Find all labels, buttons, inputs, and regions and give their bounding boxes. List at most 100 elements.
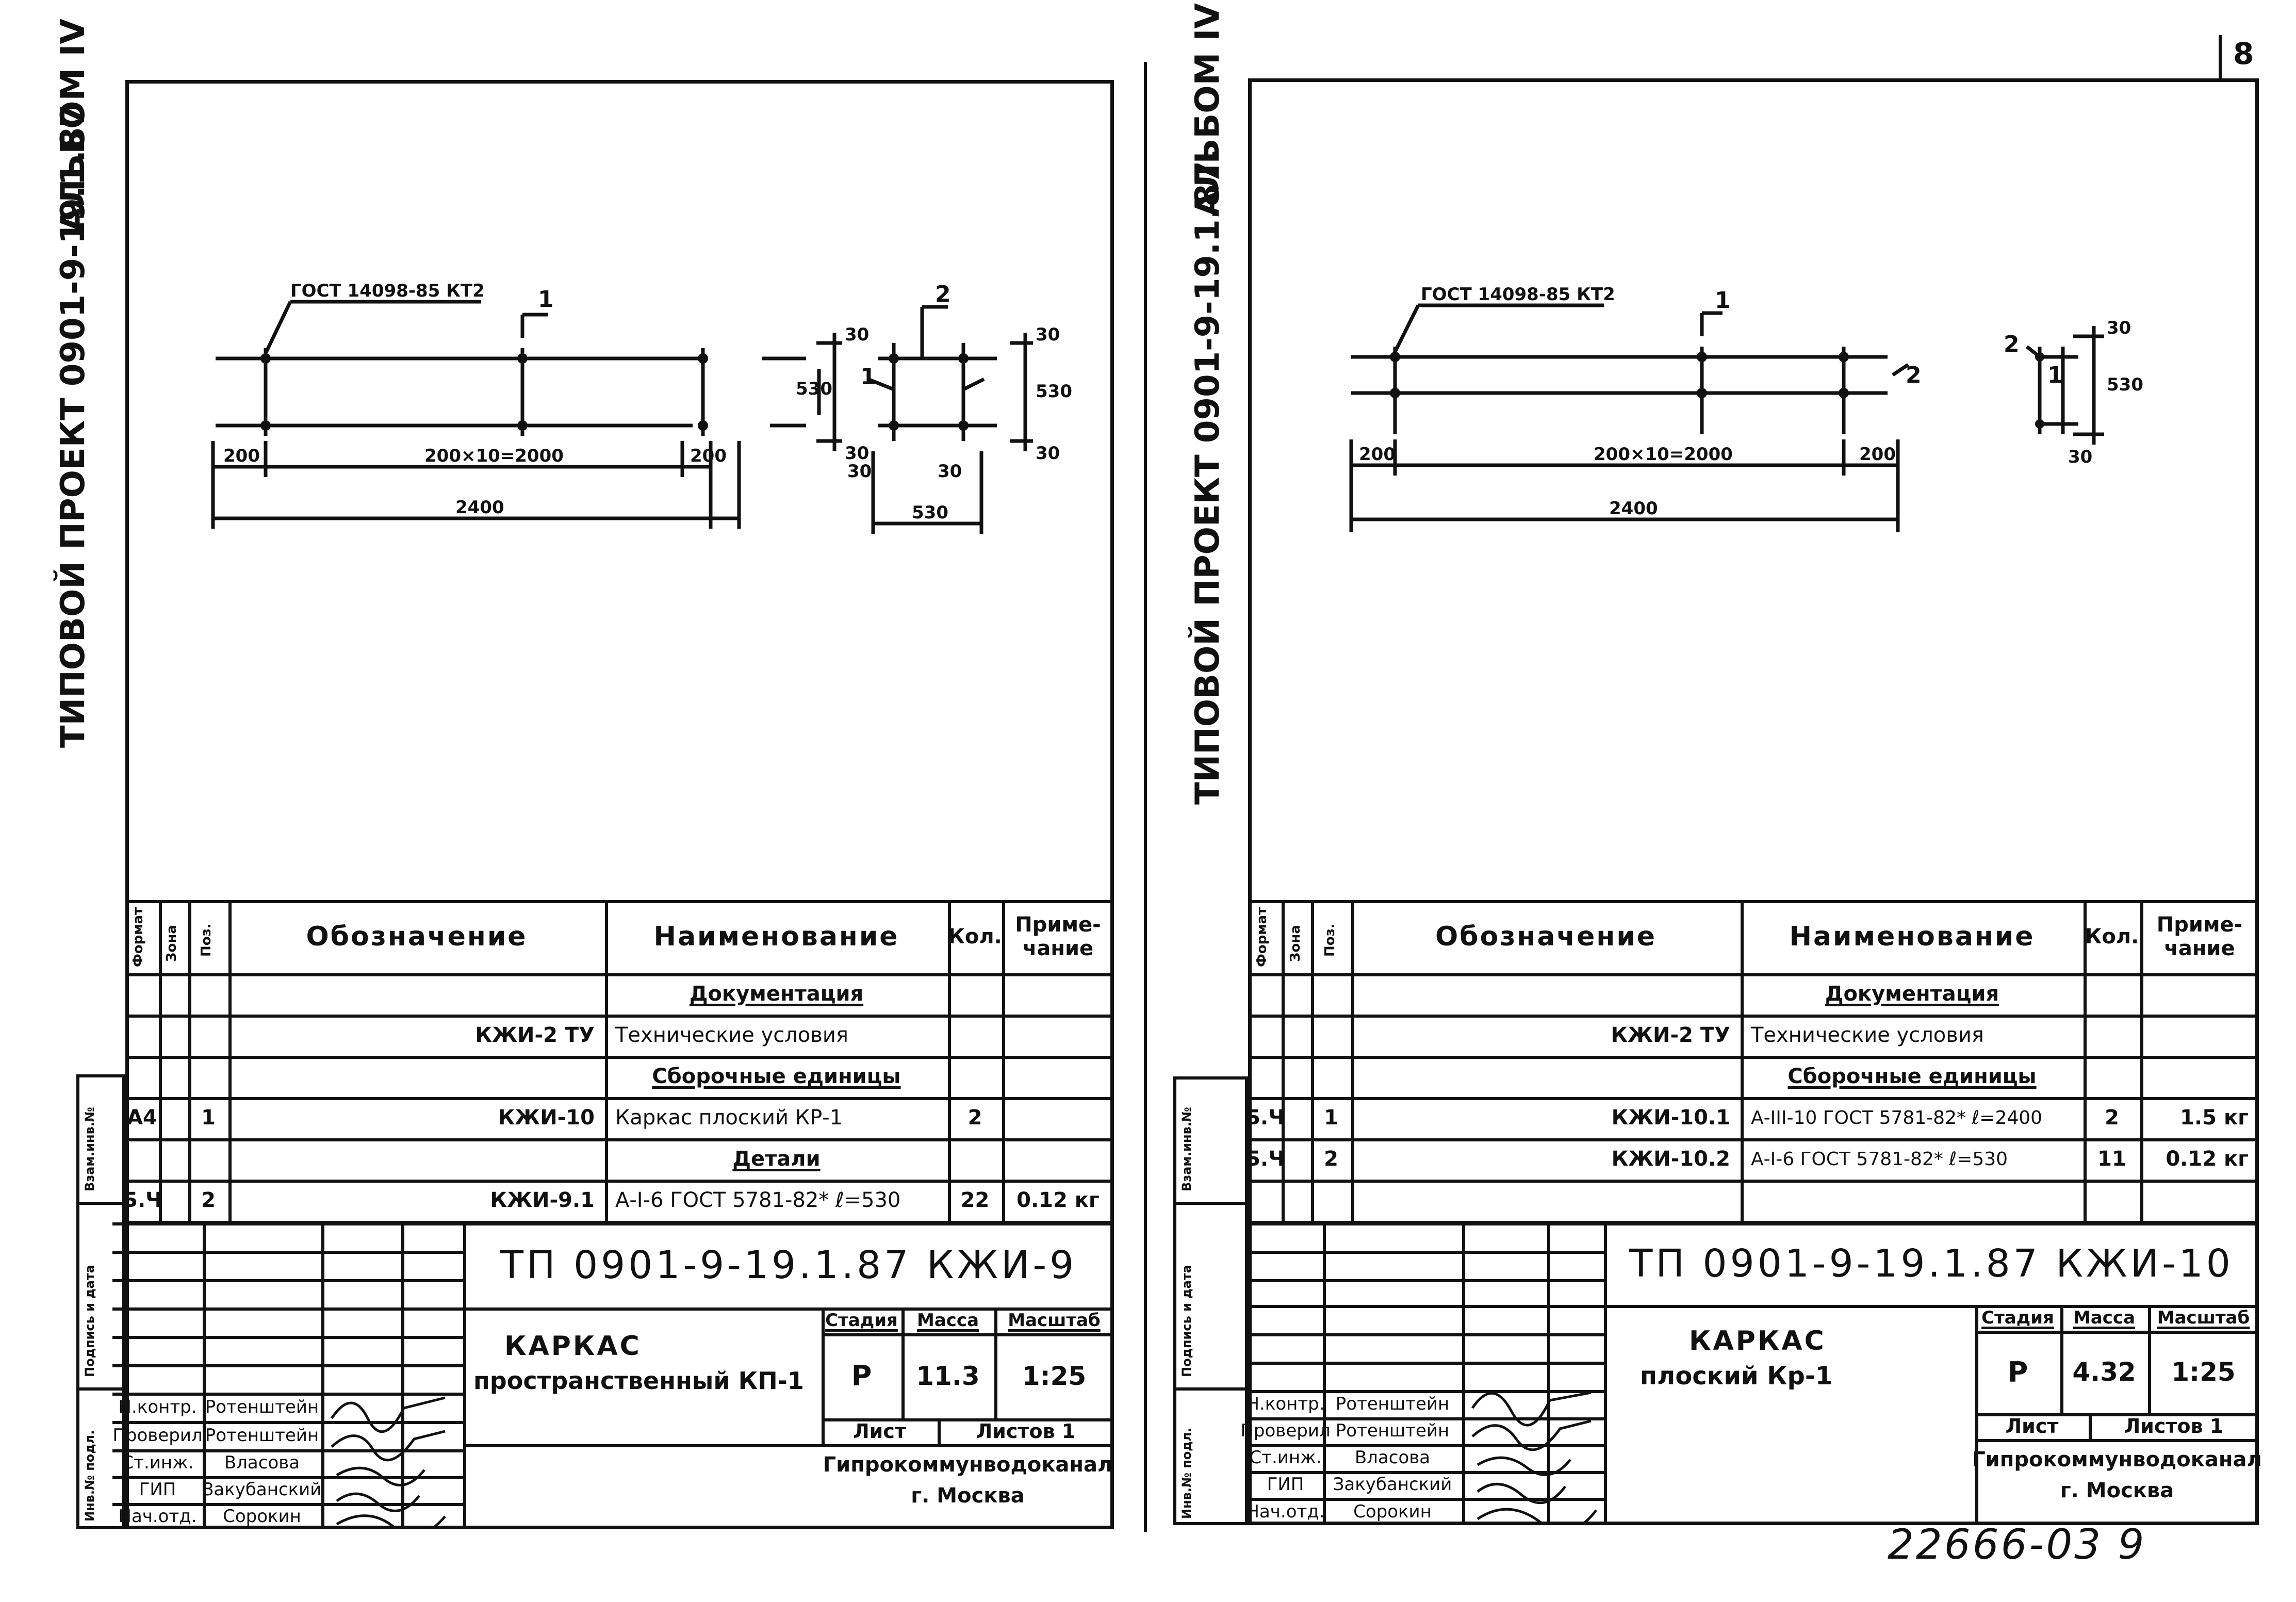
dim-200-right-left: 200 xyxy=(690,446,727,466)
col-qty-right: Кол. xyxy=(2085,925,2139,949)
title-code-left: ТП 0901-9-19.1.87 КЖИ-9 xyxy=(500,1243,1077,1287)
signer-role-right-2: Ст.инж. xyxy=(1249,1447,1322,1468)
pos1-sec-label-left: 1 xyxy=(860,364,876,390)
sheet-frame-left xyxy=(125,80,1114,1529)
sec-30-top-right: 30 xyxy=(2107,318,2131,338)
signer-name-left-4: Сорокин xyxy=(223,1506,301,1527)
dim-mid-left: 200×10=2000 xyxy=(424,446,564,466)
scale-label-right: Масштаб xyxy=(2157,1307,2250,1328)
spec-table-right: Формат Зона Поз. Обозначение Наименовани… xyxy=(1244,900,2259,1224)
spec-row-right-4-format: Б.Ч xyxy=(1244,1147,1285,1171)
weld-note-left: ГОСТ 14098-85 КТ2 xyxy=(290,281,485,301)
spec-row-left-0-name: Документация xyxy=(689,982,864,1006)
pos1-label-right: 1 xyxy=(1715,287,1731,314)
stage-label-left: Стадия xyxy=(825,1310,898,1331)
col-zone-left: Зона xyxy=(164,925,179,962)
spec-row-left-3-format: А4 xyxy=(127,1106,157,1130)
signer-name-left-0: Ротенштейн xyxy=(205,1396,319,1417)
signer-role-left-4: Нач.отд. xyxy=(118,1506,197,1527)
spec-row-right-3-designation: КЖИ-10.1 xyxy=(1611,1106,1730,1130)
spec-row-left-5-name: А-I-6 ГОСТ 5781-82* ℓ=530 xyxy=(615,1188,901,1212)
sheet-label-left: Лист xyxy=(853,1420,906,1443)
signer-name-left-2: Власова xyxy=(224,1452,300,1473)
spec-table-left: Формат Зона Поз. Обозначение Наименовани… xyxy=(122,900,1114,1224)
dim-mid-right: 200×10=2000 xyxy=(1594,444,1733,465)
sheets-label-left: Листов 1 xyxy=(976,1420,1076,1443)
spec-row-left-1-name: Технические условия xyxy=(615,1023,848,1047)
signer-name-right-0: Ротенштейн xyxy=(1335,1393,1450,1414)
dim-200-right-right: 200 xyxy=(1859,444,1896,465)
sec-530-h-left: 530 xyxy=(912,502,948,523)
spec-row-left-3-qty: 2 xyxy=(967,1106,982,1130)
margin-stamp-left xyxy=(76,1074,125,1529)
spec-row-right-4-designation: КЖИ-10.2 xyxy=(1611,1147,1730,1171)
dim-30-bottom-left: 30 xyxy=(845,443,869,464)
signer-name-right-3: Закубанский xyxy=(1333,1474,1452,1495)
stage-right: Р xyxy=(2007,1355,2028,1388)
margin-label-replace-right: Взам.инв.№ xyxy=(1179,1107,1194,1191)
margin-label-inventory-right: Инв.№ подл. xyxy=(1179,1427,1194,1519)
col-note-left: Приме-чание xyxy=(1015,913,1101,960)
mass-label-left: Масса xyxy=(916,1310,979,1331)
pos1-label-left: 1 xyxy=(538,286,554,313)
margin-label-replace: Взам.инв.№ xyxy=(83,1107,97,1191)
col-name-right: Наименование xyxy=(1789,921,2035,952)
spec-row-right-4-pos: 2 xyxy=(1324,1147,1338,1171)
margin-label-signature-right: Подпись и дата xyxy=(1179,1265,1194,1377)
spec-row-left-3-name: Каркас плоский КР-1 xyxy=(615,1106,843,1130)
mass-label-right: Масса xyxy=(2073,1307,2136,1328)
spec-row-right-1-name: Технические условия xyxy=(1751,1023,1984,1047)
side-title-right: ТИПОВОЙ ПРОЕКТ 0901-9-19.1.87. xyxy=(1189,148,1227,805)
sec-30-left-left: 30 xyxy=(847,461,872,482)
center-divider xyxy=(1144,62,1147,1532)
pos2-sec-label-right: 2 xyxy=(2004,331,2020,357)
stage-left: Р xyxy=(851,1360,872,1392)
title-block-left: ТП 0901-9-19.1.87 КЖИ-9 КАРКАС пространс… xyxy=(112,1222,1114,1529)
side-album-right: АЛЬБОМ IV xyxy=(1189,3,1227,217)
mass-left: 11.3 xyxy=(916,1361,980,1391)
spec-row-left-4-name: Детали xyxy=(732,1147,821,1171)
title-name2-right: плоский Кр-1 xyxy=(1640,1362,1833,1391)
signer-role-right-0: Н.контр. xyxy=(1246,1393,1325,1414)
title-name2-left: пространственный КП-1 xyxy=(473,1367,804,1395)
title-name1-left: КАРКАС xyxy=(504,1331,642,1362)
col-format-left: Формат xyxy=(130,907,146,967)
scale-right: 1:25 xyxy=(2171,1357,2236,1387)
signature-scribbles-left xyxy=(330,1396,446,1529)
dim-200-left-right: 200 xyxy=(1359,444,1396,465)
drawing-left: ГОСТ 14098-85 КТ2 1 2 1 200 200×10=2000 … xyxy=(211,281,1072,534)
dim-total-right: 2400 xyxy=(1609,498,1658,519)
pos2-label-right: 2 xyxy=(1906,362,1922,388)
spec-row-right-4-note: 0.12 кг xyxy=(2166,1147,2249,1171)
col-zone-right: Зона xyxy=(1288,925,1303,962)
side-album-left: АЛЬБОМ IV xyxy=(54,19,92,232)
spec-row-left-5-format: Б.Ч xyxy=(122,1188,162,1212)
margin-label-inventory: Инв.№ подл. xyxy=(83,1430,97,1522)
org1-left: Гипрокоммунводоканал xyxy=(823,1453,1113,1477)
title-name1-right: КАРКАС xyxy=(1689,1326,1826,1356)
dim-total-left: 2400 xyxy=(455,497,504,518)
spec-row-right-3-format: Б.Ч xyxy=(1244,1106,1285,1130)
spec-row-left-5-note: 0.12 кг xyxy=(1016,1188,1100,1212)
signer-name-right-4: Сорокин xyxy=(1353,1501,1432,1522)
signer-role-left-3: ГИП xyxy=(139,1479,176,1500)
col-qty-left: Кол. xyxy=(948,925,1002,949)
col-name-left: Наименование xyxy=(653,921,899,952)
sec-30-top-left: 30 xyxy=(1036,324,1060,345)
page-number: 8 xyxy=(2233,36,2254,71)
spec-row-right-3-name: А-III-10 ГОСТ 5781-82* ℓ=2400 xyxy=(1751,1107,2043,1129)
signature-scribbles-right xyxy=(1471,1391,1598,1525)
sec-30-bottom-right: 30 xyxy=(2068,447,2092,467)
org2-right: г. Москва xyxy=(2060,1479,2174,1502)
weld-note-right: ГОСТ 14098-85 КТ2 xyxy=(1421,284,1615,305)
scale-label-left: Масштаб xyxy=(1008,1310,1101,1331)
sec-30-right-left: 30 xyxy=(938,461,962,482)
signer-role-right-3: ГИП xyxy=(1267,1474,1304,1495)
col-pos-right: Поз. xyxy=(1322,923,1338,957)
stage-label-right: Стадия xyxy=(1981,1307,2054,1328)
spec-row-right-4-name: А-I-6 ГОСТ 5781-82* ℓ=530 xyxy=(1751,1148,2008,1170)
spec-row-right-1-designation: КЖИ-2 ТУ xyxy=(1611,1023,1730,1047)
col-designation-left: Обозначение xyxy=(306,921,528,952)
title-code-right: ТП 0901-9-19.1.87 КЖИ-10 xyxy=(1629,1241,2234,1286)
dim-30-top-left: 30 xyxy=(845,324,869,345)
